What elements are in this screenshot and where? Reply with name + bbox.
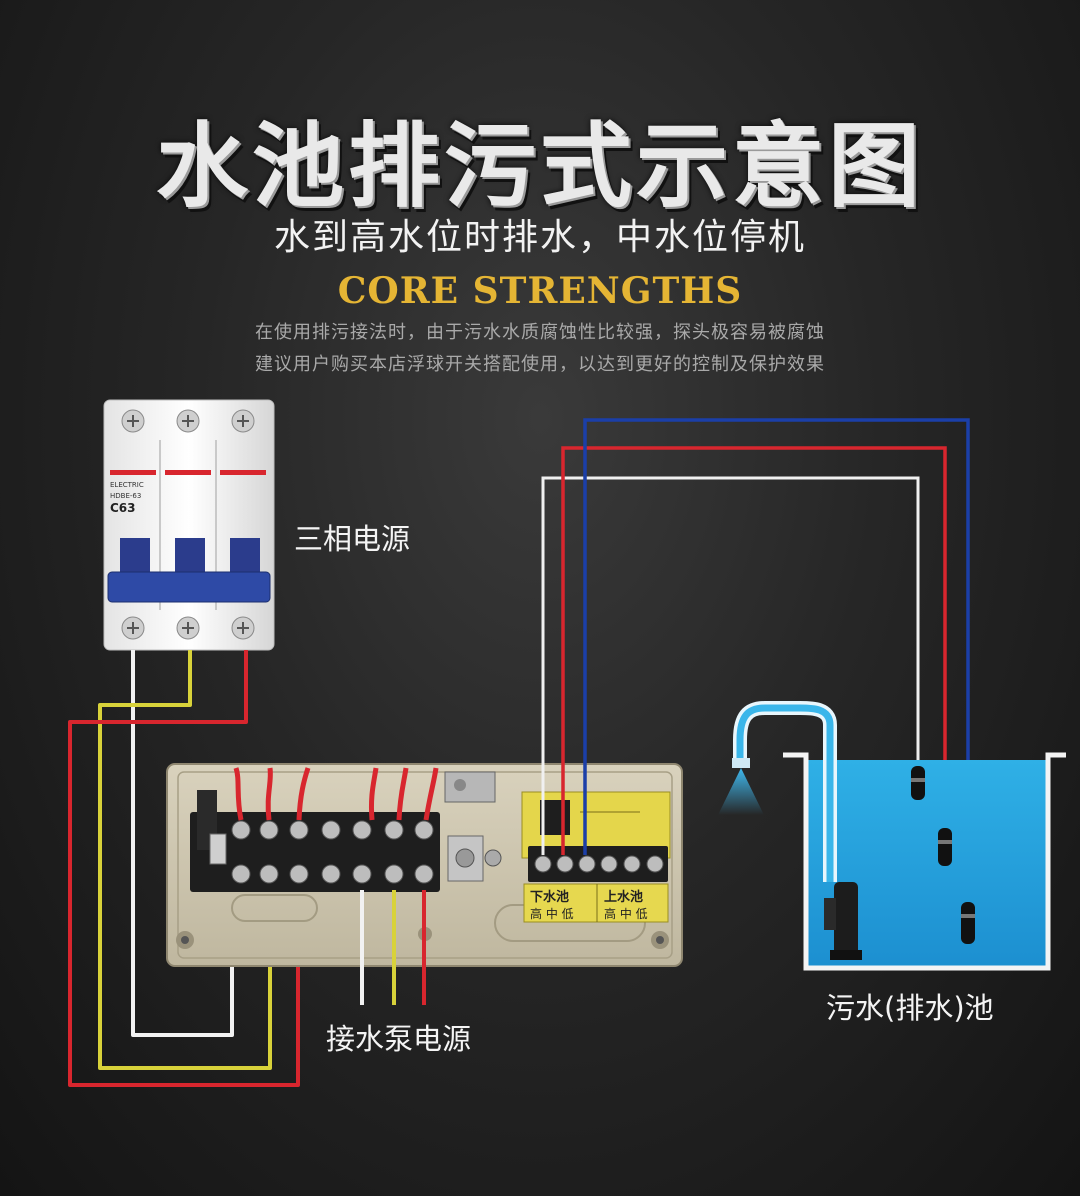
breaker-rating: C63: [110, 501, 136, 515]
wire-white-sensor: [541, 476, 920, 855]
pump-power-label: 接水泵电源: [326, 1022, 472, 1056]
upper-pool-levels: 高 中 低: [604, 906, 648, 921]
core-strengths-heading: CORE STRENGTHS: [337, 270, 743, 312]
wire-blue-sensor: [583, 418, 970, 905]
breaker-brand: ELECTRIC: [110, 481, 144, 489]
lower-pool-levels: 高 中 低: [530, 906, 574, 921]
wire-red-sensor: [561, 446, 947, 855]
upper-pool-label: 上水池: [604, 889, 643, 905]
description-line-2: 建议用户购买本店浮球开关搭配使用，以达到更好的控制及保护效果: [255, 354, 825, 375]
internal-red-wires: [233, 767, 439, 821]
breaker-bottom-terminals: [121, 616, 255, 640]
sensor-wires: [541, 418, 970, 905]
submersible-pump: [824, 882, 862, 960]
three-phase-power-label: 三相电源: [294, 522, 411, 556]
breaker-top-terminals: [121, 409, 255, 433]
breaker-model: HDBE-63: [110, 492, 141, 500]
wire-yellow-power: [98, 650, 272, 1070]
breaker-handle: [107, 571, 271, 603]
control-box: 下水池 高 中 低 上水池 高 中 低: [166, 763, 683, 967]
water-spray: [718, 768, 764, 815]
level-probe-high: [911, 766, 925, 800]
subtitle: 水到高水位时排水，中水位停机: [273, 217, 806, 258]
circuit-breaker: ELECTRIC HDBE-63 C63: [103, 399, 275, 651]
pool-walls: [783, 752, 1066, 971]
page-title: 水池排污式示意图: [155, 113, 924, 220]
lower-pool-label: 下水池: [530, 889, 569, 905]
level-probe-mid: [938, 828, 952, 866]
wire-red-power: [68, 650, 300, 1087]
level-probe-low: [961, 902, 975, 944]
sewage-pool-label: 污水(排水)池: [826, 991, 994, 1025]
main-terminal-block: [190, 790, 440, 892]
pump-wires: [360, 890, 426, 1005]
sewage-pool: [718, 701, 1066, 971]
contactor-bracket: [444, 771, 496, 803]
description-line-1: 在使用排污接法时，由于污水水质腐蚀性比较强，探头极容易被腐蚀: [255, 322, 825, 343]
